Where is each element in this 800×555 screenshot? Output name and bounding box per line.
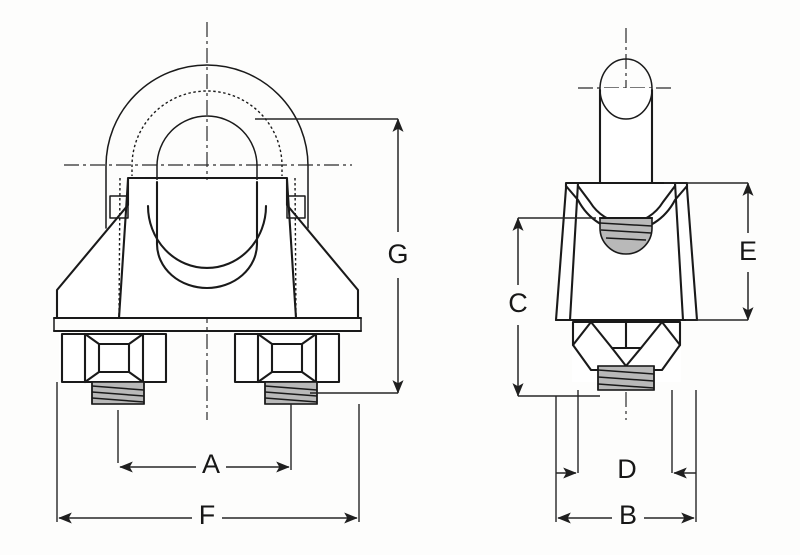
dimension-B: B: [555, 390, 697, 530]
dimension-E: E: [664, 182, 757, 321]
dimension-A: A: [117, 404, 292, 479]
dimension-B-label: B: [619, 500, 637, 530]
dimension-G: G: [255, 118, 409, 394]
u-bolt-outer-profile: [105, 64, 309, 229]
hex-nut-left-front: [59, 332, 169, 405]
bolt-thread-right-helix: [264, 385, 318, 403]
hex-nut-right-body: [233, 332, 341, 384]
dimension-A-label: A: [202, 449, 220, 479]
bolt-thread-left-helix: [91, 385, 145, 403]
saddle-right-hidden-draft: [294, 177, 297, 319]
side-view: [554, 28, 699, 420]
dimension-C-label: C: [508, 288, 528, 318]
dimension-F-label: F: [199, 500, 216, 530]
hex-nut-right-face-right: [300, 332, 318, 384]
bolt-thread-right: [264, 381, 318, 405]
bolt-thread-throat-shade: [599, 217, 653, 255]
front-view: [52, 22, 363, 420]
bolt-thread-left: [91, 381, 145, 405]
saddle-right-draft-line: [285, 178, 298, 320]
hex-nut-left-face-right: [127, 332, 145, 384]
dimension-D: D: [556, 390, 696, 484]
saddle-rope-groove-upper: [155, 180, 259, 289]
hex-nut-left-face-left: [83, 332, 101, 384]
saddle-side-right-draft: [673, 181, 685, 322]
hex-nut-side-left-chamfer: [571, 320, 593, 347]
saddle-side-left-draft: [568, 181, 580, 322]
bolt-thread-throat-helix: [599, 222, 653, 241]
dimension-D-label: D: [617, 454, 637, 484]
saddle-left-hidden-draft: [118, 177, 121, 319]
bolt-thread-side-helix: [597, 369, 655, 389]
dimension-E-label: E: [739, 236, 757, 266]
saddle-front: [52, 176, 363, 333]
u-bolt-front: [105, 64, 309, 301]
u-bolt-bar-centerline-arc: [131, 90, 283, 222]
bolt-thread-left-sides: [91, 382, 145, 404]
hex-nut-left-body: [60, 332, 168, 384]
dimension-G-label: G: [387, 239, 408, 269]
saddle-left-tab: [109, 195, 129, 219]
saddle-rope-groove-lower: [146, 204, 268, 270]
saddle-side: [554, 181, 699, 322]
dimension-C: C: [508, 217, 600, 397]
hex-nut-right-front: [232, 332, 342, 405]
bolt-thread-side-sides: [597, 366, 655, 390]
saddle-right-tab: [286, 195, 306, 219]
saddle-left-draft-line: [117, 178, 130, 320]
saddle-outer-contour: [55, 176, 360, 320]
bolt-thread-throat-side: [598, 216, 654, 255]
hex-nut-right-face-left: [256, 332, 274, 384]
u-bolt-inner-profile: [156, 115, 258, 301]
dimension-F: F: [56, 382, 360, 530]
hex-nut-side-right-chamfer: [660, 320, 682, 347]
bolt-thread-side: [597, 365, 655, 391]
hex-nut-side: [571, 320, 682, 391]
